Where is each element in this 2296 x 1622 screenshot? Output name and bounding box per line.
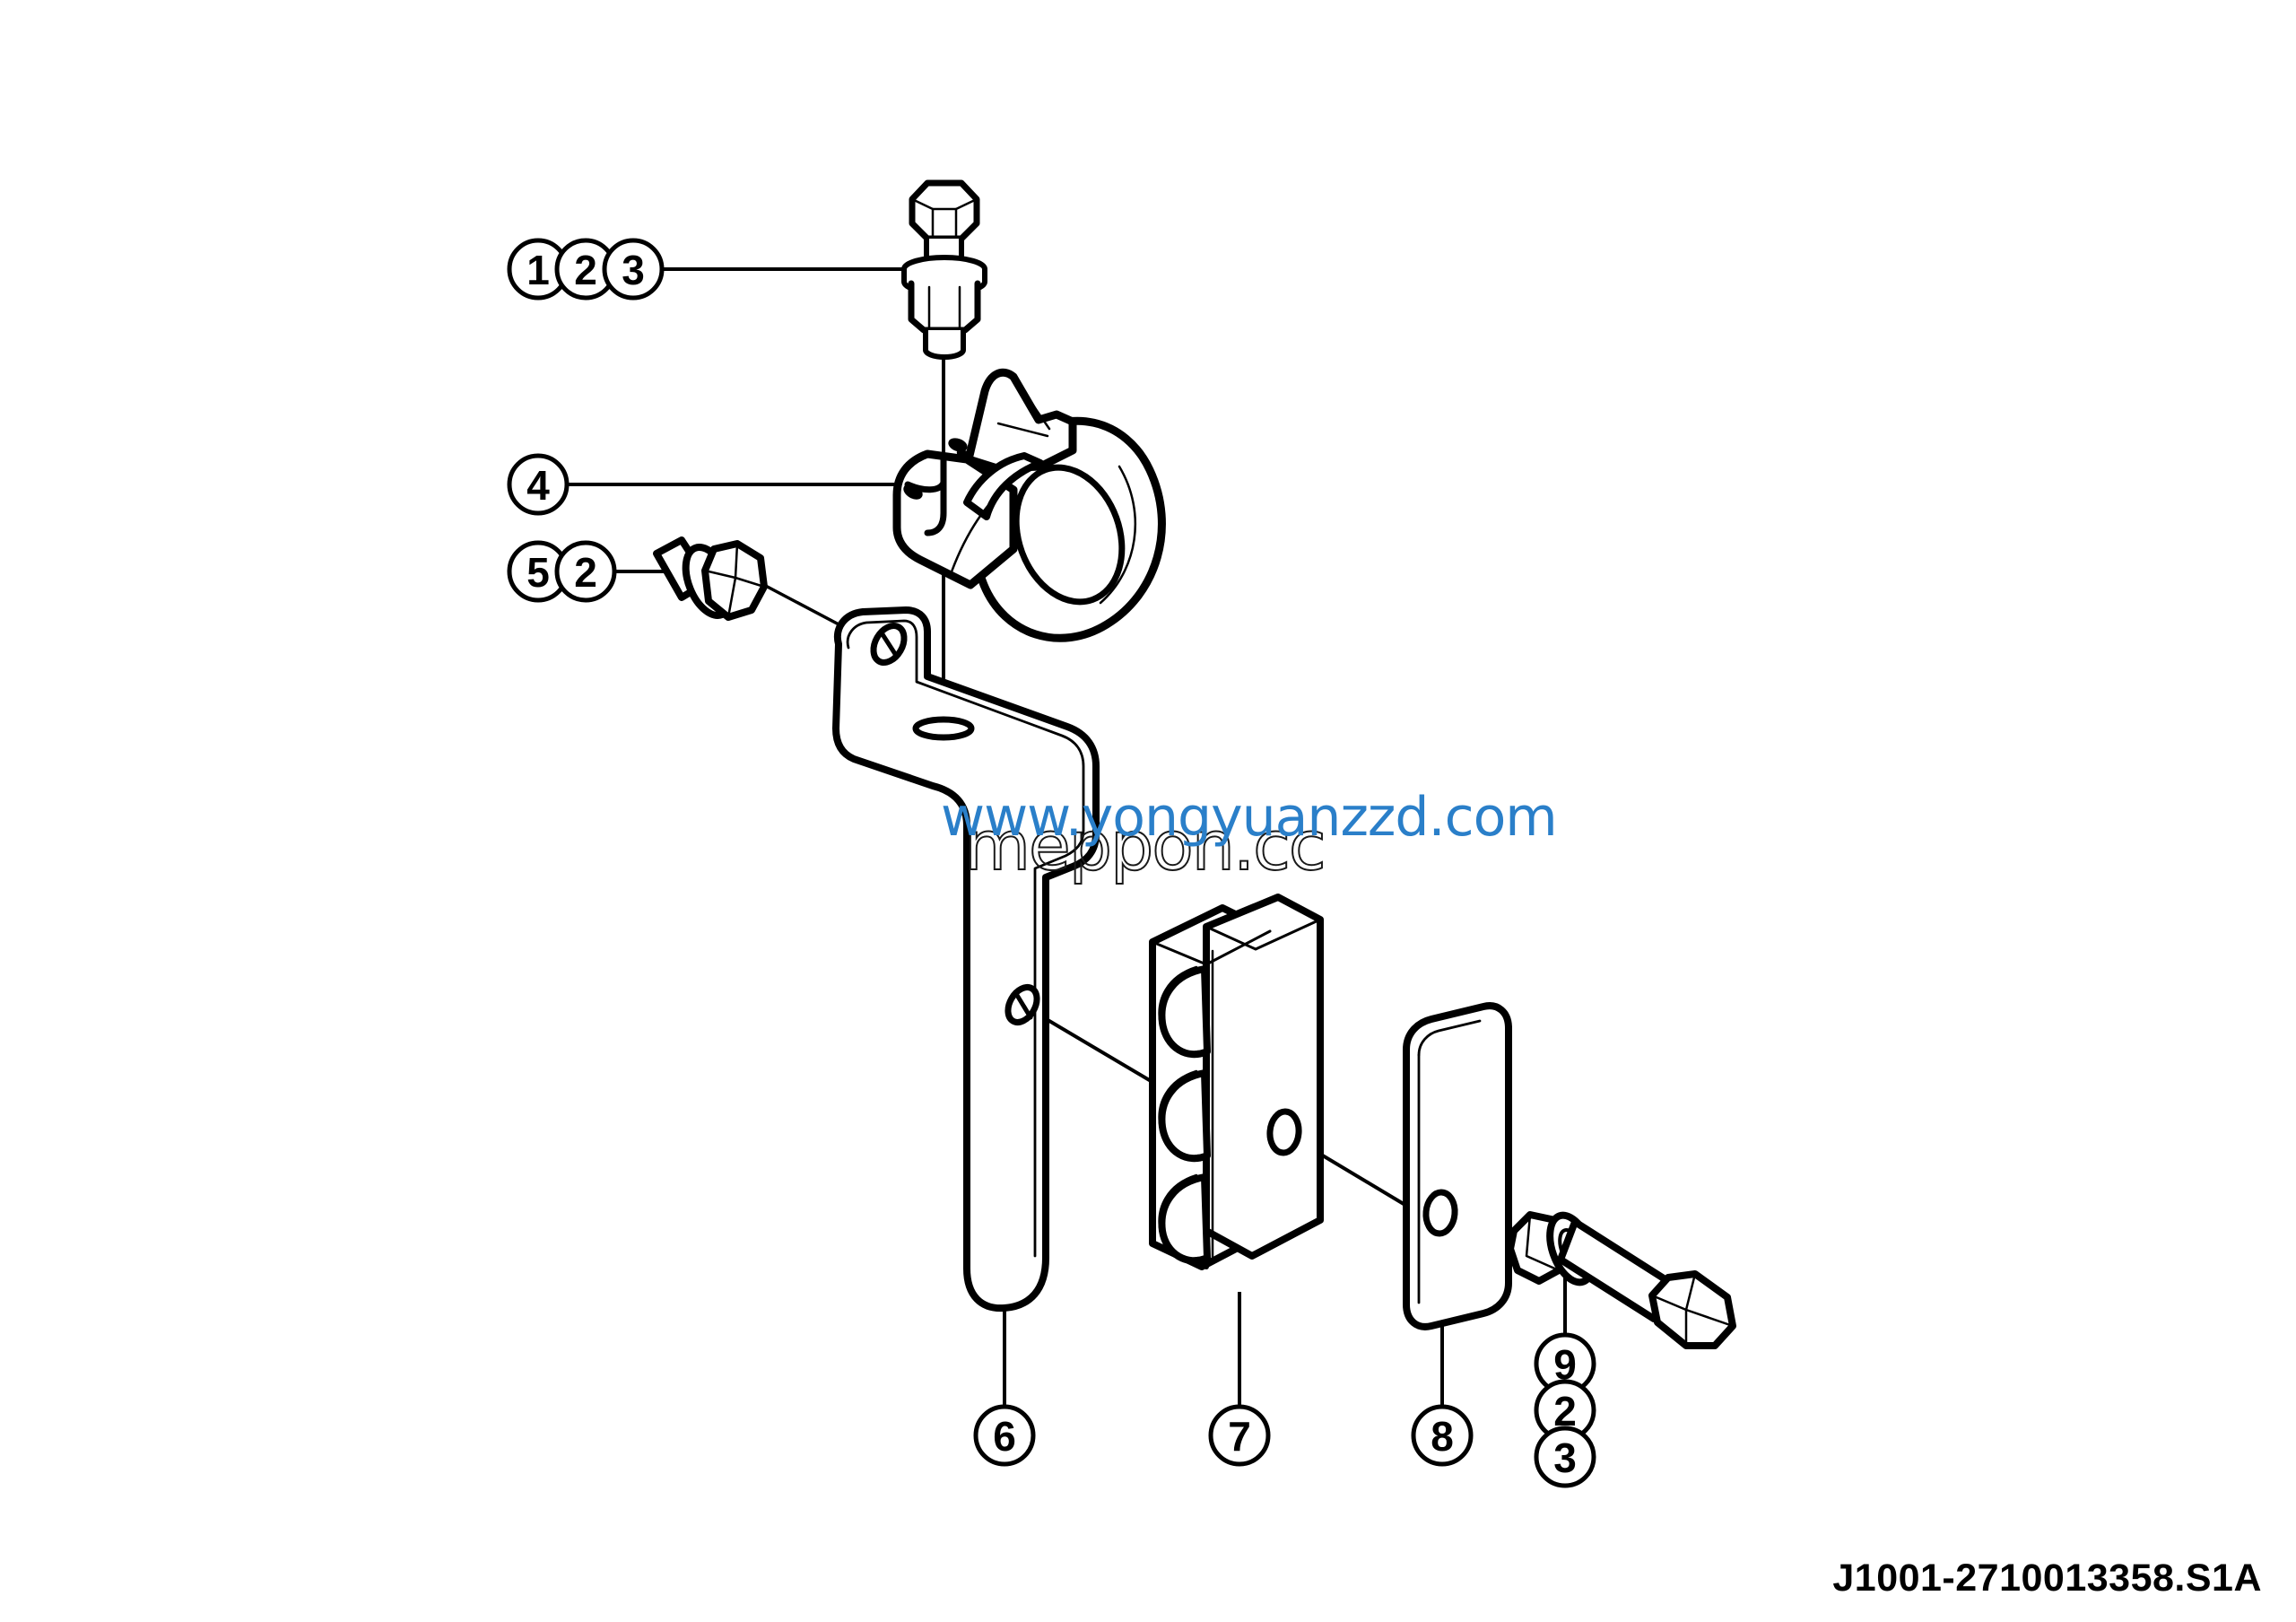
callout-1-label: 1 (526, 247, 550, 293)
long-bolt-head-facet-c (1650, 1294, 1688, 1312)
clamp-tab-fold-b (1012, 375, 1051, 431)
clamp-ring-inner-highlight (1099, 465, 1136, 605)
callout-3-circle[interactable] (602, 238, 665, 301)
block-groove-2 (1158, 1069, 1211, 1163)
block-bolt-hole-inner (1283, 1110, 1300, 1155)
callout-5-washer[interactable]: 2 (554, 540, 617, 603)
part-flange-bolt (653, 536, 768, 621)
bracket-lower-hole-slot (1013, 990, 1033, 1020)
part-z-mounting-bracket (832, 606, 1100, 1312)
cover-plate-outline (1403, 1002, 1512, 1330)
callout-2-label: 2 (574, 247, 597, 293)
part-cover-plate (1403, 1002, 1512, 1330)
clamp-ring-bore (1013, 464, 1126, 606)
callout-9-nut-circle[interactable] (1534, 1426, 1596, 1488)
part-hex-bolt-long-assembly (1507, 1211, 1736, 1349)
callout-3-label: 3 (622, 247, 645, 293)
leader-bracket-to-block (1028, 1007, 1168, 1092)
clamp-upright-tab (964, 368, 1077, 473)
block-groove-2-edge (1158, 1069, 1200, 1157)
callout-4-circle[interactable] (507, 453, 570, 516)
clamp-inner-wall (924, 452, 947, 536)
callout-5-washer-label: 2 (574, 549, 597, 596)
callout-5-washer-circle[interactable] (554, 540, 617, 603)
cover-plate-bolt-hole-inner (1439, 1190, 1457, 1235)
block-front-half (1203, 894, 1324, 1260)
callout-9[interactable]: 9 (1534, 1332, 1596, 1395)
callout-3[interactable]: 3 (602, 238, 665, 301)
callout-balloons[interactable]: 1 2 3 4 5 2 (507, 238, 1596, 1488)
callout-9-nut-label: 3 (1553, 1435, 1577, 1481)
bracket-upper-hole-slot (878, 629, 900, 659)
callout-7-label: 7 (1228, 1413, 1251, 1460)
flange-bolt-head-facet-c (703, 569, 737, 580)
callout-6-label: 6 (993, 1413, 1016, 1460)
block-groove-1-edge (1158, 965, 1200, 1053)
clamp-strap-edge (949, 477, 1017, 576)
block-groove-3-edge (1158, 1173, 1200, 1260)
callout-8-label: 8 (1431, 1413, 1454, 1460)
callout-8-circle[interactable] (1411, 1404, 1474, 1467)
callout-9-nut[interactable]: 3 (1534, 1426, 1596, 1488)
clamp-dimple-b (956, 449, 970, 458)
hex-bolt-head (909, 179, 980, 242)
nut-body (908, 280, 981, 334)
long-bolt-head (1648, 1270, 1736, 1349)
callout-5-label: 5 (526, 549, 550, 596)
clamp-dimple-a (948, 438, 968, 452)
callout-7-circle[interactable] (1208, 1404, 1271, 1467)
block-top-face-front (1205, 918, 1322, 951)
bracket-outline (832, 606, 1100, 1312)
callout-7[interactable]: 7 (1208, 1404, 1271, 1467)
part-pipe-clamp-bracket (892, 368, 1166, 642)
flange-bolt-head-facet-b (726, 576, 737, 619)
block-groove-3 (1158, 1173, 1211, 1265)
callout-4-label: 4 (526, 462, 550, 509)
part-number-code: J1001-2710013358.S1A (1832, 1557, 2262, 1600)
part-rubber-insulator-block (1149, 894, 1324, 1270)
long-bolt-nut-facet (1525, 1213, 1561, 1272)
bracket-inner-edge (846, 619, 1085, 1258)
callout-6[interactable]: 6 (973, 1404, 1036, 1467)
part-hex-bolt-assembly (901, 179, 987, 360)
clamp-tab-fold-a (996, 422, 1049, 438)
callout-2[interactable]: 2 (554, 238, 617, 301)
hex-bolt-tip (923, 327, 966, 360)
callout-8[interactable]: 8 (1411, 1404, 1474, 1467)
block-groove-1 (1158, 965, 1211, 1059)
cover-plate-inner-edge (1417, 1019, 1482, 1057)
bracket-center-hole (912, 716, 975, 741)
callout-1[interactable]: 1 (507, 238, 570, 301)
callout-6-circle[interactable] (973, 1404, 1036, 1467)
callout-4[interactable]: 4 (507, 453, 570, 516)
